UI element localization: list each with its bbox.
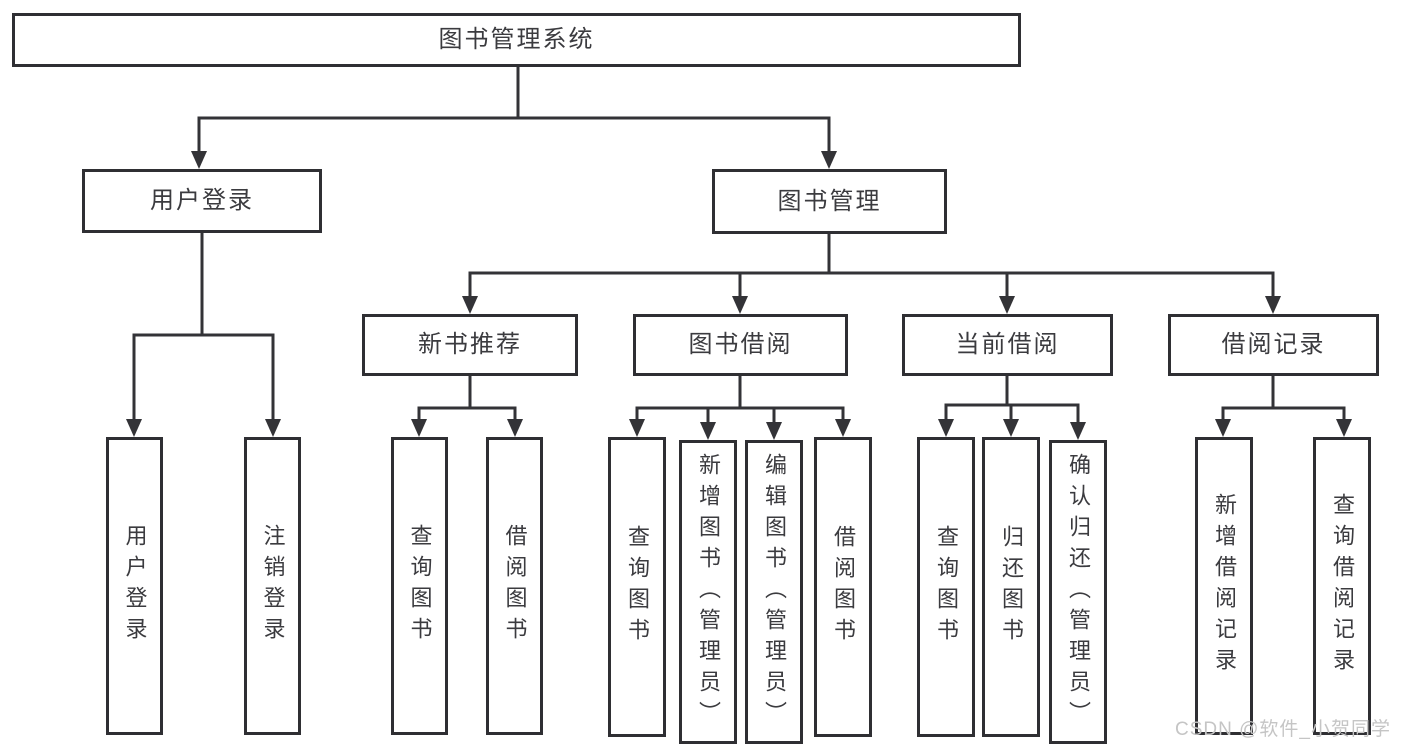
arrowhead-6-0 [1215,419,1231,437]
node-leaf-borrow-books-2: 借阅图书 [814,437,872,737]
arrowhead-4-2 [766,422,782,440]
arrowhead-2-3 [1265,296,1281,314]
arrowhead-4-1 [700,422,716,440]
node-label-leaf-query-books-2: 查询图书 [625,525,650,649]
node-label-leaf-add-books-admin: 新增图书（管理员） [696,452,721,732]
arrowhead-0-1 [821,151,837,169]
node-label-leaf-borrow-books-2: 借阅图书 [831,525,856,649]
node-user-login: 用户登录 [82,169,322,233]
arrowhead-4-3 [835,419,851,437]
node-new-book-recommend: 新书推荐 [362,314,578,376]
arrowhead-1-0 [126,419,142,437]
node-book-management: 图书管理 [712,169,947,234]
node-leaf-logout: 注销登录 [244,437,301,735]
node-leaf-query-books-3: 查询图书 [917,437,975,737]
connector-path-3 [417,376,517,425]
node-leaf-borrow-books-1: 借阅图书 [486,437,543,735]
watermark: CSDN @软件_小贺同学 [1175,719,1391,740]
node-label-leaf-edit-books-admin: 编辑图书（管理员） [762,452,787,732]
node-leaf-query-books-2: 查询图书 [608,437,666,737]
arrowhead-3-1 [507,419,523,437]
node-borrowing-records: 借阅记录 [1168,314,1379,376]
arrowhead-2-1 [732,296,748,314]
node-label-borrowing-records: 借阅记录 [1221,331,1326,358]
node-label-leaf-query-borrow-record: 查询借阅记录 [1330,493,1355,679]
arrowhead-1-1 [265,419,281,437]
node-leaf-confirm-return-admin: 确认归还（管理员） [1049,440,1107,744]
node-label-leaf-confirm-return-admin: 确认归还（管理员） [1066,452,1091,732]
node-leaf-edit-books-admin: 编辑图书（管理员） [745,440,803,744]
node-book-borrowing: 图书借阅 [633,314,848,376]
node-label-book-borrowing: 图书借阅 [688,331,793,358]
node-label-new-book-recommend: 新书推荐 [418,331,522,358]
arrowhead-2-2 [999,296,1015,314]
node-root: 图书管理系统 [12,13,1021,67]
arrowhead-6-1 [1336,419,1352,437]
connector-path-2 [468,234,1275,302]
arrowhead-3-0 [411,419,427,437]
node-label-leaf-return-books: 归还图书 [999,525,1024,649]
node-label-current-borrowing: 当前借阅 [955,331,1060,358]
node-leaf-return-books: 归还图书 [982,437,1040,737]
node-leaf-user-login: 用户登录 [106,437,163,735]
node-label-leaf-query-books-3: 查询图书 [934,525,959,649]
node-current-borrowing: 当前借阅 [902,314,1113,376]
connector-path-5 [944,376,1080,428]
connector-path-6 [1221,376,1346,425]
node-leaf-query-books-1: 查询图书 [391,437,448,735]
arrowhead-4-0 [629,419,645,437]
connector-path-0 [197,67,831,157]
node-leaf-query-borrow-record: 查询借阅记录 [1313,437,1371,735]
node-label-leaf-add-borrow-record: 新增借阅记录 [1212,493,1237,679]
connector-path-4 [635,376,845,428]
node-label-leaf-logout: 注销登录 [260,524,286,648]
node-label-leaf-borrow-books-1: 借阅图书 [502,524,528,648]
node-label-leaf-user-login: 用户登录 [122,524,148,648]
node-label-root: 图书管理系统 [438,26,595,53]
connector-path-1 [132,233,275,425]
node-leaf-add-borrow-record: 新增借阅记录 [1195,437,1253,735]
node-label-leaf-query-books-1: 查询图书 [407,524,433,648]
arrowhead-2-0 [462,296,478,314]
arrowhead-5-1 [1003,419,1019,437]
arrowhead-0-0 [191,151,207,169]
node-label-user-login: 用户登录 [150,187,254,214]
arrowhead-5-0 [938,419,954,437]
node-leaf-add-books-admin: 新增图书（管理员） [679,440,737,744]
node-label-book-management: 图书管理 [777,187,882,215]
arrowhead-5-2 [1070,422,1086,440]
